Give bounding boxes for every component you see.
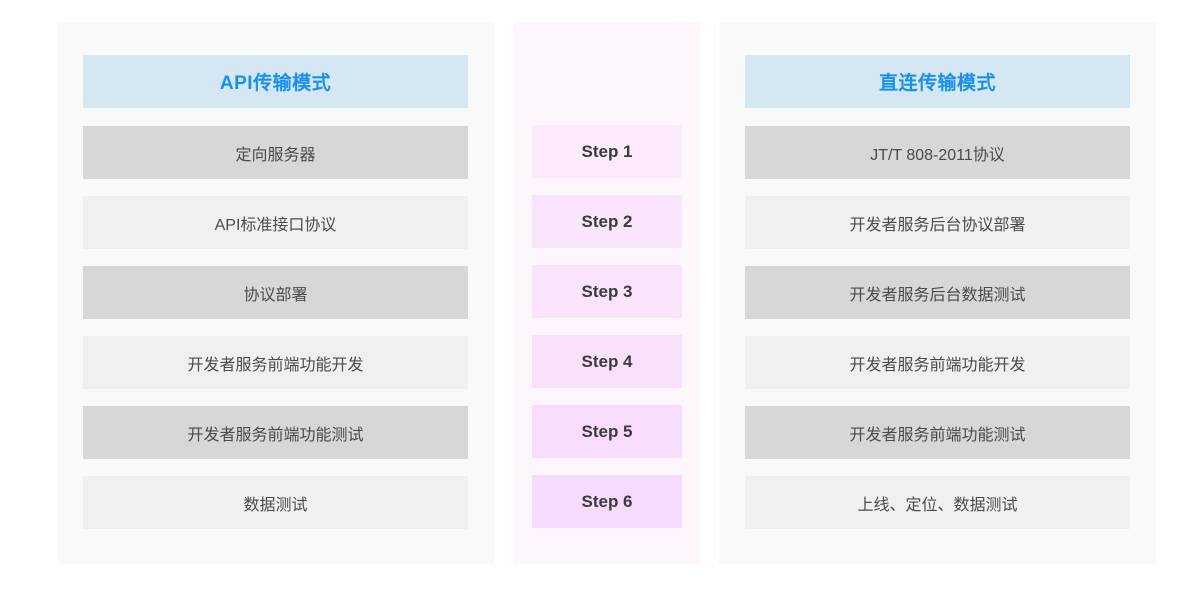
direct-stage-3[interactable]: 开发者服务后台数据测试: [745, 266, 1130, 319]
step-ladder-panel: Step 1 Step 2 Step 3 Step 4 Step 5 Step …: [514, 22, 700, 564]
direct-mode-column: 直连传输模式 JT/T 808-2011协议 开发者服务后台协议部署 开发者服务…: [745, 55, 1130, 546]
direct-stage-1[interactable]: JT/T 808-2011协议: [745, 126, 1130, 179]
step-chip-6[interactable]: Step 6: [532, 475, 682, 528]
api-stage-6[interactable]: 数据测试: [83, 476, 468, 529]
direct-stage-5[interactable]: 开发者服务前端功能测试: [745, 406, 1130, 459]
direct-mode-panel: 直连传输模式 JT/T 808-2011协议 开发者服务后台协议部署 开发者服务…: [719, 22, 1156, 564]
direct-stage-6[interactable]: 上线、定位、数据测试: [745, 476, 1130, 529]
direct-mode-header: 直连传输模式: [745, 55, 1130, 108]
api-stage-1[interactable]: 定向服务器: [83, 126, 468, 179]
api-stage-3[interactable]: 协议部署: [83, 266, 468, 319]
step-chip-3[interactable]: Step 3: [532, 265, 682, 318]
direct-stage-4[interactable]: 开发者服务前端功能开发: [745, 336, 1130, 389]
api-stage-5[interactable]: 开发者服务前端功能测试: [83, 406, 468, 459]
step-chip-2[interactable]: Step 2: [532, 195, 682, 248]
api-mode-panel: API传输模式 定向服务器 API标准接口协议 协议部署 开发者服务前端功能开发…: [57, 22, 494, 564]
api-stage-2[interactable]: API标准接口协议: [83, 196, 468, 249]
step-chip-5[interactable]: Step 5: [532, 405, 682, 458]
step-ladder-column: Step 1 Step 2 Step 3 Step 4 Step 5 Step …: [532, 125, 682, 545]
step-chip-4[interactable]: Step 4: [532, 335, 682, 388]
api-mode-header: API传输模式: [83, 55, 468, 108]
step-chip-1[interactable]: Step 1: [532, 125, 682, 178]
direct-stage-2[interactable]: 开发者服务后台协议部署: [745, 196, 1130, 249]
api-stage-4[interactable]: 开发者服务前端功能开发: [83, 336, 468, 389]
api-mode-column: API传输模式 定向服务器 API标准接口协议 协议部署 开发者服务前端功能开发…: [83, 55, 468, 546]
